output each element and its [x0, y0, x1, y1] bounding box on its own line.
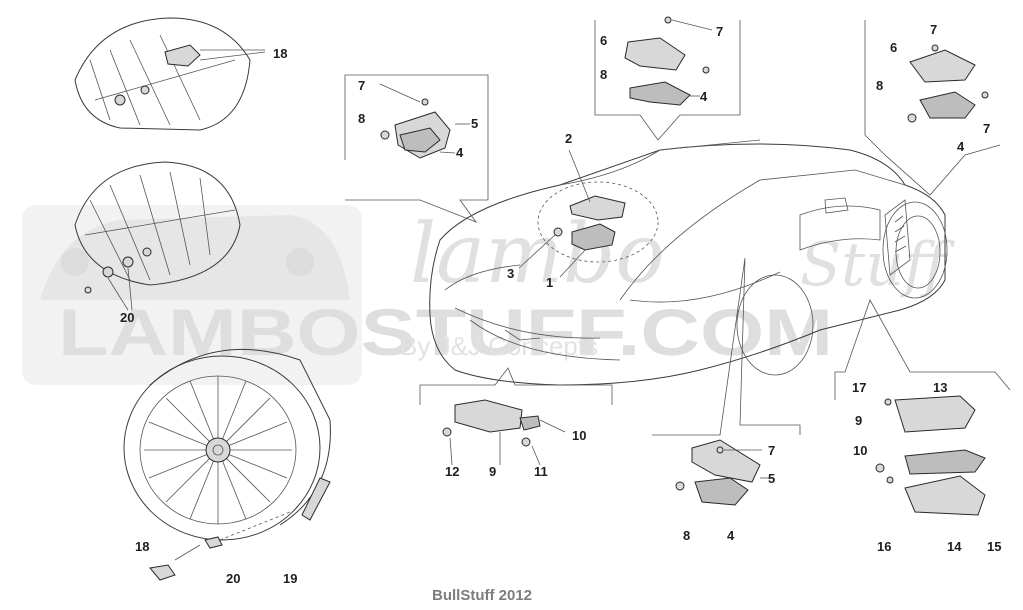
hood-bracket [569, 195, 626, 221]
callout-6-a: 6 [600, 33, 607, 48]
callout-17: 17 [852, 380, 866, 395]
wheel-assembly [123, 348, 331, 581]
callout-7-c: 7 [930, 22, 937, 37]
credit-text: BullStuff 2012 [432, 587, 532, 604]
callout-5-a: 5 [471, 116, 478, 131]
callout-7-a: 7 [358, 78, 365, 93]
leader-frames [344, 20, 1011, 436]
callout-9-a: 9 [489, 464, 496, 479]
watermark-script-left: lambo [410, 207, 665, 302]
callout-10-a: 10 [572, 428, 586, 443]
callout-8-d: 8 [683, 528, 690, 543]
wheel-detail-top [74, 17, 266, 131]
callout-6-b: 6 [890, 40, 897, 55]
balance-weight [301, 477, 331, 521]
callout-3: 3 [507, 266, 514, 281]
callout-18-top: 18 [273, 46, 287, 61]
sensor-group-rear-right [875, 395, 986, 516]
receiver-module [454, 399, 523, 433]
bracket-group-top-right [907, 44, 989, 123]
callout-15: 15 [987, 539, 1001, 554]
callout-5-b: 5 [768, 471, 775, 486]
callout-4-a: 4 [456, 145, 464, 160]
valve-bottom [149, 564, 176, 581]
bracket-group-front-left [379, 83, 470, 159]
callout-4-c: 4 [957, 139, 965, 154]
callout-4-d: 4 [727, 528, 735, 543]
callout-20-top: 20 [120, 310, 134, 325]
callout-10-b: 10 [853, 443, 867, 458]
callout-1: 1 [546, 275, 553, 290]
callout-4-b: 4 [700, 89, 708, 104]
callout-16: 16 [877, 539, 891, 554]
callout-labels: 18 20 18 20 19 7 8 5 4 6 8 7 4 7 6 8 7 4… [120, 22, 1001, 586]
callout-8-a: 8 [358, 111, 365, 126]
callout-7-d: 7 [983, 121, 990, 136]
watermark-brand: LAMBOSTUFF.COM [58, 295, 833, 369]
callout-14: 14 [947, 539, 962, 554]
watermark-car-logo [22, 205, 362, 385]
valve-nut [122, 256, 134, 268]
callout-20-bottom: 20 [226, 571, 240, 586]
callout-12: 12 [445, 464, 459, 479]
wheel-hub [205, 437, 231, 463]
callout-11: 11 [534, 464, 548, 479]
valve-cap [102, 266, 114, 278]
callout-9-b: 9 [855, 413, 862, 428]
callout-18-bottom: 18 [135, 539, 149, 554]
hood-module [571, 223, 616, 251]
watermark: lambo Stuff LAMBOSTUFF.COM By J&J Concep… [22, 205, 956, 385]
valve-sensor-top [164, 44, 201, 67]
bracket-group-top-center [624, 16, 713, 106]
callout-8-c: 8 [876, 78, 883, 93]
callout-2: 2 [565, 131, 572, 146]
callout-7-e: 7 [768, 443, 775, 458]
wheel-detail-middle [74, 161, 241, 311]
callout-19: 19 [283, 571, 297, 586]
callout-13: 13 [933, 380, 947, 395]
callout-7-b: 7 [716, 24, 723, 39]
car-outline [429, 139, 948, 386]
callout-8-b: 8 [600, 67, 607, 82]
valve-nut-bottom [204, 536, 223, 549]
receiver-module-group [442, 399, 566, 466]
bracket-group-rear-center [675, 439, 770, 506]
watermark-script-right: Stuff [800, 230, 956, 300]
